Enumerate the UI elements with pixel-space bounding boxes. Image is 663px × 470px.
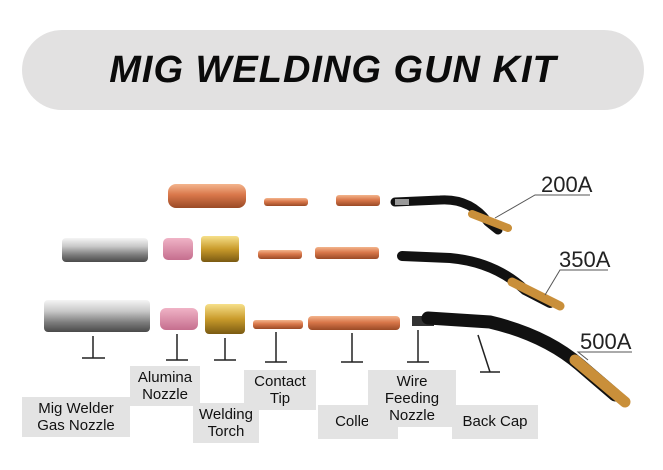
- torch-body-350a: [201, 236, 239, 262]
- label-gas-nozzle: Mig Welder Gas Nozzle: [22, 397, 130, 437]
- label-wire-feeding-nozzle: Wire Feeding Nozzle: [368, 370, 456, 427]
- collet-350a: [315, 247, 379, 259]
- amp-label-350a: 350A: [559, 247, 611, 272]
- steel-nozzle-500a: [44, 300, 150, 332]
- label-back-cap: Back Cap: [452, 405, 538, 439]
- copper-nozzle-200a: [168, 184, 246, 208]
- title-banner: MIG WELDING GUN KIT: [22, 30, 644, 110]
- part-leader-lines: [82, 330, 500, 373]
- contact-tip-500a: [253, 320, 303, 329]
- collet-200a: [336, 195, 380, 206]
- amp-label-500a: 500A: [580, 329, 632, 354]
- contact-tip-350a: [258, 250, 302, 259]
- label-alumina-nozzle: Alumina Nozzle: [130, 366, 200, 406]
- alumina-nozzle-350a: [163, 238, 193, 260]
- row-500a-parts: [44, 300, 631, 408]
- row-200a-parts: [168, 184, 512, 235]
- row-350a-parts: [62, 236, 565, 311]
- label-contact-tip: Contact Tip: [244, 370, 316, 410]
- collet-500a: [308, 316, 400, 330]
- steel-nozzle-350a: [62, 238, 148, 262]
- page-title: MIG WELDING GUN KIT: [109, 48, 557, 91]
- amp-leader-lines: [494, 194, 632, 361]
- alumina-nozzle-500a: [160, 308, 198, 330]
- contact-tip-200a: [264, 198, 308, 206]
- torch-body-500a: [205, 304, 245, 334]
- gooseneck-350a: [397, 251, 555, 308]
- amp-label-200a: 200A: [541, 172, 593, 197]
